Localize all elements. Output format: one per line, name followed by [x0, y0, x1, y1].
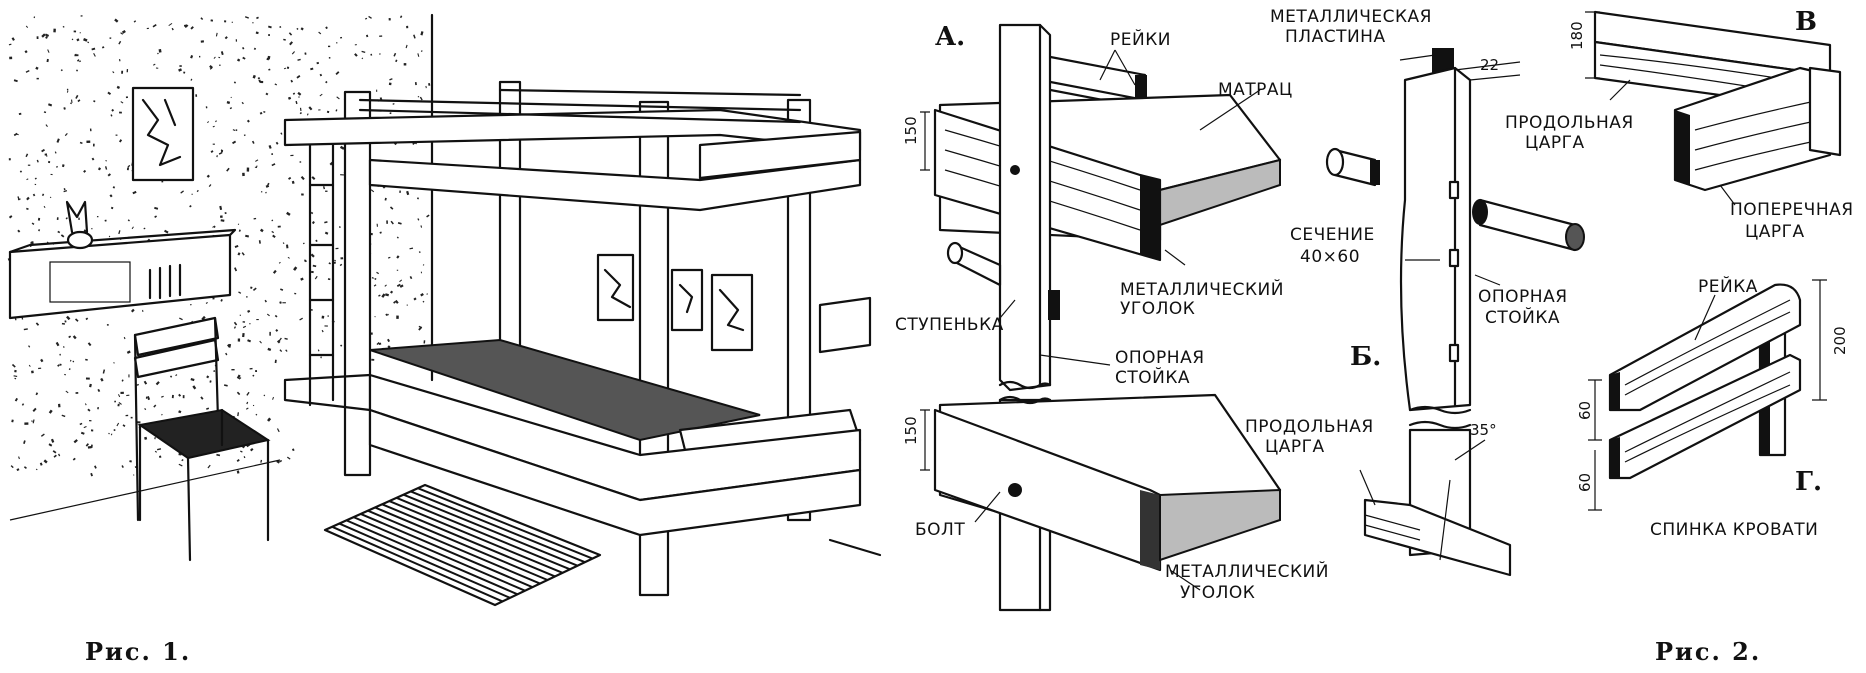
panel-v-frame-corner: 180 В ПРОДОЛЬНАЯ ЦАРГА ПОПЕРЕЧНАЯ ЦАРГА: [1505, 7, 1854, 242]
label-matrats: МАТРАЦ: [1218, 80, 1293, 100]
label-prodolnaya-v-1: ПРОДОЛЬНАЯ: [1505, 113, 1634, 133]
figure-2-caption: Рис. 2.: [1655, 637, 1761, 666]
dim-a-bottom: 150: [902, 416, 920, 445]
panel-g-headboard: 200 60 60 РЕЙКА Г. СПИНКА КРОВАТИ: [1576, 275, 1849, 540]
dim-g-lower: 60: [1576, 473, 1594, 492]
panel-a-joint-detail: А. 150 150: [895, 22, 1329, 612]
label-metal-plastina-1: МЕТАЛЛИЧЕСКАЯ: [1270, 7, 1432, 27]
label-poperechnaya-2: ЦАРГА: [1745, 222, 1805, 242]
dim-g-upper: 60: [1576, 401, 1594, 420]
panel-g-letter: Г.: [1795, 467, 1822, 497]
figure-1-room-illustration: [7, 13, 882, 607]
dim-v-height: 180: [1568, 21, 1586, 50]
label-bolt: БОЛТ: [915, 520, 965, 540]
label-opornaya-stoika-b-1: ОПОРНАЯ: [1478, 287, 1568, 307]
wall-picture: [131, 86, 195, 182]
wall-shelf: [8, 200, 237, 320]
label-metal-plastina-2: ПЛАСТИНА: [1285, 27, 1386, 47]
label-opornaya-stoika-b-2: СТОЙКА: [1485, 306, 1560, 328]
label-metal-ugolok-bottom-1: МЕТАЛЛИЧЕСКИЙ: [1165, 560, 1329, 582]
label-opornaya-stoika-a-1: ОПОРНАЯ: [1115, 348, 1205, 368]
label-prodolnaya-b-2: ЦАРГА: [1265, 437, 1325, 457]
label-reiki: РЕЙКИ: [1110, 28, 1171, 50]
label-poperechnaya-1: ПОПЕРЕЧНАЯ: [1730, 200, 1854, 220]
panel-b-post-detail: 22 35° МЕТАЛЛИЧЕСКАЯ ПЛАСТИНА СЕЧЕНИЕ 40…: [1245, 7, 1585, 577]
label-spinka: СПИНКА КРОВАТИ: [1650, 520, 1818, 540]
panel-a-letter: А.: [935, 22, 965, 52]
label-metal-ugolok-top-1: МЕТАЛЛИЧЕСКИЙ: [1120, 278, 1284, 300]
striped-rug: [323, 483, 602, 607]
label-sechenie-1: СЕЧЕНИЕ: [1290, 225, 1375, 245]
chair: [133, 316, 271, 562]
dim-g-total: 200: [1831, 326, 1849, 355]
panel-b-letter: Б.: [1350, 342, 1381, 372]
bunk-bed: [283, 80, 882, 597]
figure-1-caption: Рис. 1.: [85, 637, 191, 666]
label-opornaya-stoika-a-2: СТОЙКА: [1115, 366, 1190, 388]
label-stupenka: СТУПЕНЬКА: [895, 315, 1004, 335]
label-metal-ugolok-bottom-2: УГОЛОК: [1180, 583, 1255, 603]
dim-b-angle: 35°: [1470, 421, 1497, 439]
label-metal-ugolok-top-2: УГОЛОК: [1120, 299, 1195, 319]
label-prodolnaya-v-2: ЦАРГА: [1525, 133, 1585, 153]
dim-a-top: 150: [902, 116, 920, 145]
dim-b-plate: 22: [1480, 56, 1499, 74]
panel-v-letter: В: [1795, 7, 1817, 37]
label-sechenie-2: 40×60: [1300, 247, 1360, 267]
label-prodolnaya-b-1: ПРОДОЛЬНАЯ: [1245, 417, 1374, 437]
label-reika: РЕЙКА: [1698, 275, 1758, 297]
